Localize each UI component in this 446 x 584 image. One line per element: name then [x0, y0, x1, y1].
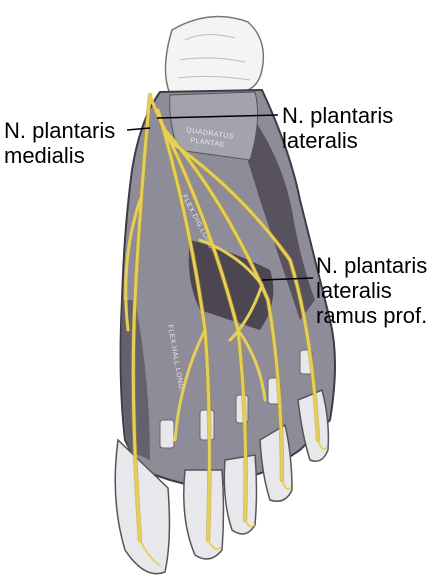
- calcaneus-bone: [164, 15, 265, 95]
- nerve-lateralis-branch-2: [166, 138, 320, 442]
- nerve-ramus-profundus: [198, 238, 264, 342]
- nerve-medialis-branch-1: [131, 93, 152, 542]
- toes: [114, 388, 330, 575]
- label-prof-line-2: lateralis: [316, 278, 392, 303]
- label-lateralis-line-2: lateralis: [282, 128, 358, 153]
- leader-lines: [126, 114, 314, 281]
- label-prof-line-3: ramus prof.: [316, 303, 428, 328]
- leader-medialis: [126, 127, 151, 131]
- nerve-minor-1: [124, 198, 142, 332]
- calcaneus-shading: [177, 34, 251, 81]
- toe-4: [259, 423, 293, 502]
- label-prof-line-1: N. plantaris: [316, 253, 428, 278]
- label-ramus-profundus: N. plantaris lateralis ramus prof.: [316, 253, 427, 328]
- toe-2: [183, 469, 225, 560]
- engraved-quadratus-2: PLANTAE: [190, 137, 226, 149]
- sheath-5: [159, 419, 175, 449]
- quadratus-plantae-muscle: [169, 91, 259, 161]
- toe-3: [223, 454, 258, 535]
- toe-5: [297, 388, 330, 462]
- nerve-minor-3: [236, 328, 267, 402]
- label-medialis-line-2: medialis: [4, 143, 85, 168]
- nerve-trunk: [148, 93, 167, 132]
- leader-prof: [261, 277, 314, 281]
- leader-lateralis: [156, 114, 279, 119]
- label-nervus-plantaris-medialis: N. plantaris medialis: [4, 118, 115, 168]
- label-lateralis-line-1: N. plantaris: [282, 103, 394, 128]
- label-nervus-plantaris-lateralis: N. plantaris lateralis: [282, 103, 393, 153]
- nerve-lateralis-branch-1: [163, 128, 284, 482]
- plantar-nerves: [124, 92, 327, 566]
- toe-1: [114, 438, 171, 575]
- nerve-minor-2: [173, 328, 207, 442]
- label-medialis-line-1: N. plantaris: [4, 118, 116, 143]
